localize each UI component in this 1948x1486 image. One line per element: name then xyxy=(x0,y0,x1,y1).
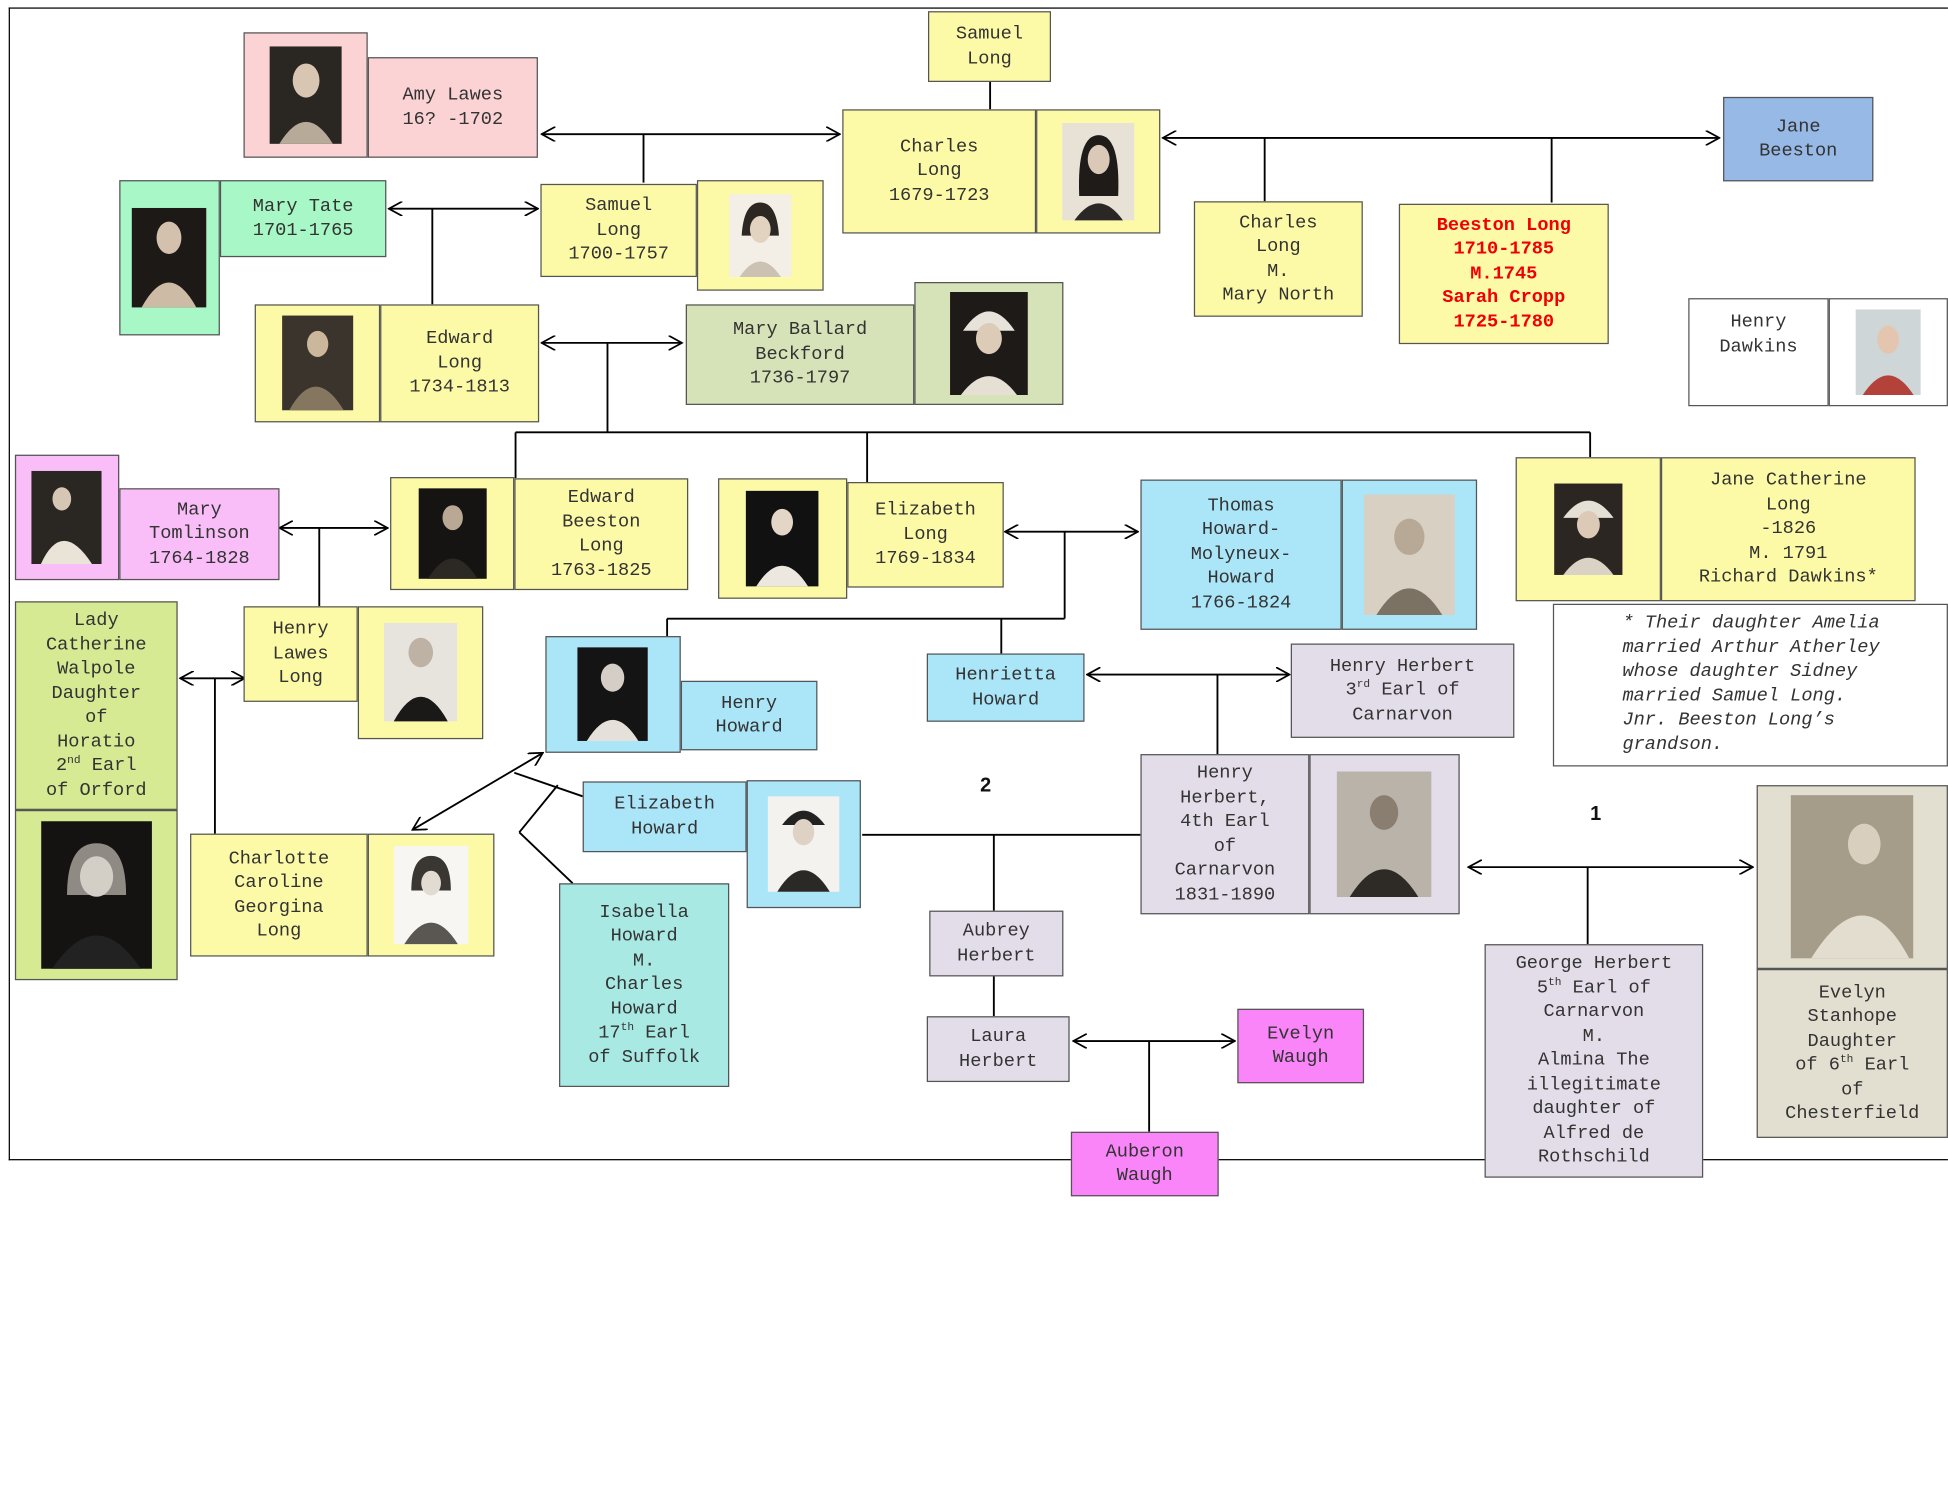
person-henry-dawkins: Henry Dawkins xyxy=(1688,298,1829,407)
person-elizabeth-long: Elizabeth Long 1769-1834 xyxy=(847,482,1004,588)
person-charles-long-mary-north: Charles Long M. Mary North xyxy=(1193,201,1363,317)
marriage-number-2: 2 xyxy=(980,775,992,797)
person-mary-tomlinson: Mary Tomlinson 1764-1828 xyxy=(119,488,280,581)
stanhope-text-a: Evelyn Stanhope Daughter of 6 xyxy=(1795,982,1897,1076)
person-auberon-waugh: Auberon Waugh xyxy=(1070,1131,1219,1197)
portrait-samuel-long xyxy=(696,180,824,291)
portrait-icon xyxy=(383,623,458,722)
portrait-icon xyxy=(32,470,103,565)
walpole-text-a: Lady Catherine Walpole Daughter of Horat… xyxy=(45,609,147,777)
isabella-sup: th xyxy=(620,1021,635,1034)
portrait-icon xyxy=(132,208,207,308)
portrait-henry-herbert-4th xyxy=(1309,754,1460,915)
henry-dawkins-label: Henry Dawkins xyxy=(1719,311,1798,358)
portrait-icon xyxy=(40,821,152,969)
person-edward-long: Edward Long 1734-1813 xyxy=(380,304,540,423)
george-text-a: George Herbert 5 xyxy=(1515,953,1673,999)
person-elizabeth-howard: Elizabeth Howard xyxy=(582,781,747,853)
person-laura-herbert: Laura Herbert xyxy=(926,1016,1070,1083)
portrait-amy-lawes xyxy=(243,32,368,158)
person-thomas-howard: Thomas Howard- Molyneux- Howard 1766-182… xyxy=(1140,479,1342,630)
person-edward-beeston-long: Edward Beeston Long 1763-1825 xyxy=(514,478,689,591)
connector-lines xyxy=(0,81,1948,1132)
portrait-henry-howard xyxy=(545,636,681,753)
portrait-charles-long xyxy=(1036,109,1161,234)
portrait-icon xyxy=(1337,771,1432,898)
person-jane-catherine-long: Jane Catherine Long -1826 M. 1791 Richar… xyxy=(1660,457,1916,602)
portrait-edward-beeston-long xyxy=(390,477,515,591)
person-mary-tate: Mary Tate 1701-1765 xyxy=(219,180,387,258)
george-sup: th xyxy=(1548,976,1562,989)
stanhope-sup: th xyxy=(1839,1053,1854,1066)
portrait-icon xyxy=(1363,494,1455,616)
marriage-number-1: 1 xyxy=(1590,803,1602,825)
person-george-herbert-5th: George Herbert 5th Earl of Carnarvon M. … xyxy=(1484,944,1704,1178)
person-beeston-long: Beeston Long 1710-1785 M.1745 Sarah Crop… xyxy=(1398,203,1609,345)
portrait-evelyn-stanhope xyxy=(1756,785,1948,969)
portrait-henry-lawes-long xyxy=(357,606,484,740)
person-evelyn-waugh: Evelyn Waugh xyxy=(1237,1008,1365,1084)
person-henry-herbert-3rd: Henry Herbert 3rd Earl of Carnarvon xyxy=(1290,643,1515,738)
portrait-icon xyxy=(394,845,469,945)
person-henry-lawes-long: Henry Lawes Long xyxy=(243,606,358,702)
portrait-charlotte-long xyxy=(367,833,495,957)
herbert3-text-b: Earl of Carnarvon xyxy=(1352,679,1460,726)
marriage-henry-charlotte xyxy=(412,753,542,830)
portrait-mary-tate xyxy=(119,180,220,336)
portrait-icon xyxy=(1791,795,1914,959)
person-lady-catherine-walpole: Lady Catherine Walpole Daughter of Horat… xyxy=(14,601,178,810)
isabella-text-b: Earl of Suffolk xyxy=(588,1022,701,1069)
portrait-mary-tomlinson xyxy=(14,454,120,581)
line-to-isabella xyxy=(518,784,559,833)
footnote-dawkins: * Their daughter Amelia married Arthur A… xyxy=(1552,603,1948,767)
person-charlotte-long: Charlotte Caroline Georgina Long xyxy=(190,833,368,957)
person-henry-herbert-4th: Henry Herbert, 4th Earl of Carnarvon 183… xyxy=(1140,754,1310,915)
person-henrietta-howard: Henrietta Howard xyxy=(926,653,1085,722)
portrait-icon xyxy=(281,316,353,411)
herbert3-sup: rd xyxy=(1356,678,1371,692)
person-amy-lawes: Amy Lawes 16? -1702 xyxy=(367,57,538,158)
person-henry-howard: Henry Howard xyxy=(680,680,818,751)
portrait-icon xyxy=(729,193,792,277)
portrait-icon xyxy=(746,490,819,587)
herbert3-text-a: Henry Herbert 3 xyxy=(1329,655,1476,701)
portrait-icon xyxy=(418,488,487,579)
person-jane-beeston: Jane Beeston xyxy=(1723,96,1874,182)
walpole-sup: nd xyxy=(67,754,81,767)
portrait-icon xyxy=(1855,308,1921,396)
person-isabella-howard: Isabella Howard M. Charles Howard 17th E… xyxy=(559,883,730,1088)
portrait-jane-catherine-long xyxy=(1515,457,1661,602)
walpole-text-b: Earl of Orford xyxy=(45,755,147,801)
george-text-b: Earl of Carnarvon M. Almina The illegiti… xyxy=(1526,977,1661,1169)
portrait-icon xyxy=(577,647,649,742)
portrait-mary-beckford xyxy=(914,282,1064,405)
portrait-elizabeth-long xyxy=(718,478,848,599)
portrait-thomas-howard xyxy=(1341,479,1478,630)
portrait-icon xyxy=(1554,483,1623,575)
person-mary-ballard-beckford: Mary Ballard Beckford 1736-1797 xyxy=(685,304,915,405)
person-samuel-long-sr: Samuel Long xyxy=(927,11,1051,82)
portrait-icon xyxy=(1061,122,1135,221)
portrait-lady-catherine-walpole xyxy=(14,809,178,981)
person-aubrey-herbert: Aubrey Herbert xyxy=(929,910,1064,977)
stanhope-text-b: Earl of Chesterfield xyxy=(1785,1054,1920,1125)
portrait-icon xyxy=(767,796,840,892)
diagram-frame xyxy=(8,7,1948,1161)
portrait-edward-long xyxy=(254,304,381,423)
person-samuel-long-1700: Samuel Long 1700-1757 xyxy=(540,183,697,278)
portrait-elizabeth-howard xyxy=(746,780,861,909)
portrait-icon xyxy=(269,46,343,144)
person-charles-long-1679: Charles Long 1679-1723 xyxy=(842,109,1037,234)
person-evelyn-stanhope: Evelyn Stanhope Daughter of 6th Earl of … xyxy=(1756,968,1948,1138)
portrait-icon xyxy=(950,291,1028,396)
isabella-text-a: Isabella Howard M. Charles Howard 17 xyxy=(598,901,689,1044)
portrait-henry-dawkins xyxy=(1828,298,1948,407)
line-henry-children xyxy=(514,771,583,798)
